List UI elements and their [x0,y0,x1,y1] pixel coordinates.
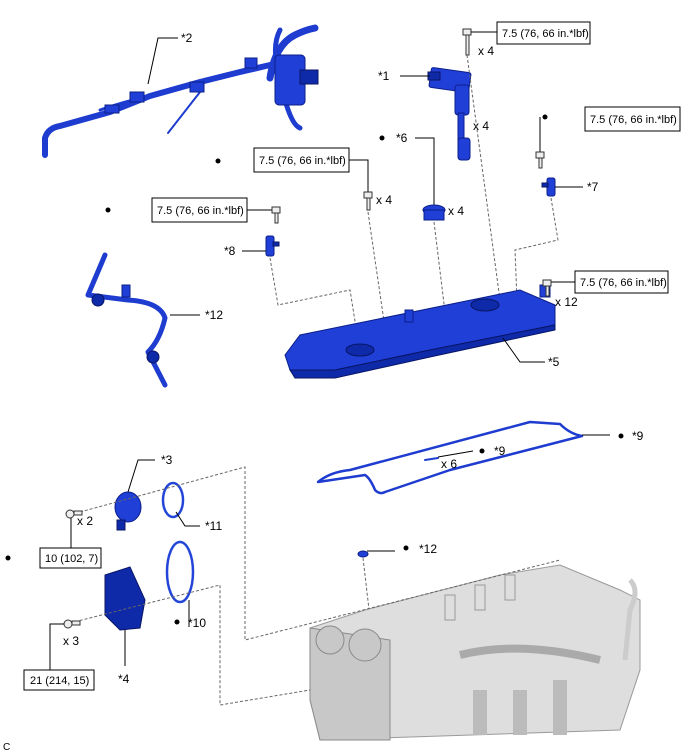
callout-p8: *8 [224,244,236,258]
callout-p9a: *9 [632,429,644,443]
qty-head-cover-bolt: x 12 [555,295,578,309]
callout-p9b: *9 [494,444,506,458]
callout-p13: *12 [205,308,223,322]
callout-p5: *5 [548,355,560,369]
cylinder-head-cover [284,284,556,379]
bolt-x3 [63,619,81,629]
qty-bolt-x2: x 2 [77,514,93,528]
qty-gasket-9: x 6 [441,457,457,471]
torque-bolt-x2: 10 (102, 7) [45,553,98,565]
crankshaft-or-cam-sensor-8 [265,235,280,257]
ventilation-hose [85,252,168,388]
engine-assembly [309,564,641,741]
cover-bolt [363,191,373,211]
callout-p11: *11 [205,519,222,533]
torque-cover-bolt: 7.5 (76, 66 in.*lbf) [259,155,346,167]
engine-wire-harness [42,24,319,158]
leader-p2 [147,37,178,85]
spark-plug-tube-gasket [422,204,446,221]
o-ring-11 [161,481,185,519]
bolt-sensor-7 [535,151,545,169]
coil-bolt [462,28,472,56]
torque-coil-bolt: 7.5 (76, 66 in.*lbf) [502,28,589,40]
qty-coil-bolt: x 4 [478,44,494,58]
vacuum-pump-cover-3 [114,491,142,531]
callout-p4: *4 [118,672,130,686]
qty-bolt-x3: x 3 [63,634,79,648]
head-cover-bolt [542,279,552,297]
qty-gasket: x 4 [448,204,464,218]
ignition-coil [427,67,472,161]
torque-head-cover-bolt: 7.5 (76, 66 in.*lbf) [580,277,667,289]
torque-bolt-x3: 21 (214, 15) [30,675,89,687]
callout-p2: *2 [181,31,193,45]
qty-cover-bolt: x 4 [376,193,392,207]
torque-sensor-8: 7.5 (76, 66 in.*lbf) [157,205,244,217]
o-ring-10 [165,540,195,604]
callout-p10: *10 [188,616,206,630]
callout-p6: *6 [396,131,408,145]
torque-sensor-7: 7.5 (76, 66 in.*lbf) [590,114,677,126]
vacuum-pump-4 [104,566,146,631]
callout-p3: *3 [161,453,173,467]
seal-12 [357,550,369,558]
callout-p7: *7 [587,180,599,194]
bolt-x2 [65,509,83,519]
callout-p1: *1 [378,69,390,83]
bolt-sensor-8 [271,206,281,224]
head-cover-gasket [316,420,584,495]
camshaft-position-sensor [541,177,556,197]
callout-p12: *12 [419,542,437,556]
figure-code: C [3,742,10,753]
